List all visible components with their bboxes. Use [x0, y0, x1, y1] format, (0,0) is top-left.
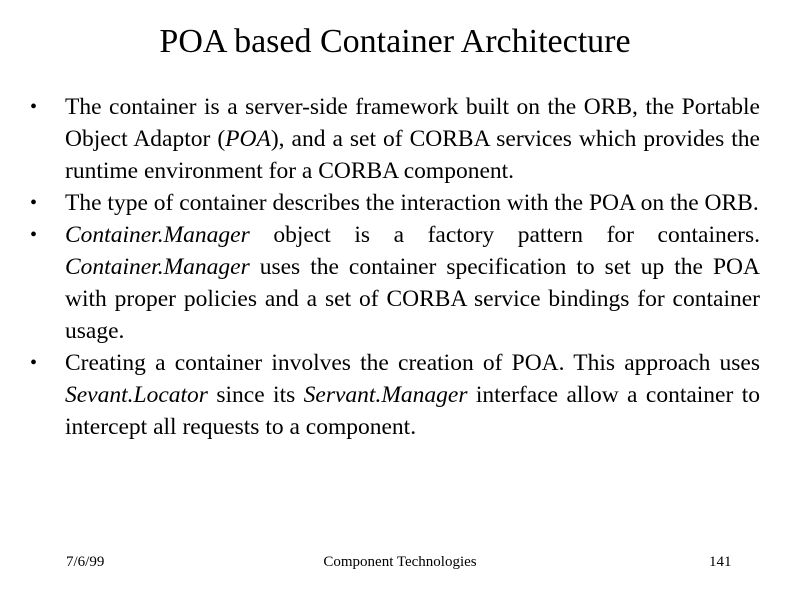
bullet-item: • Creating a container involves the creat…: [30, 347, 760, 443]
bullet-text: since its: [207, 382, 304, 408]
bullet-text: uses the container specification to set …: [65, 254, 760, 344]
bullet-text-italic: POA: [225, 126, 271, 152]
bullet-text-italic: Container.Manager: [65, 254, 250, 280]
bullet-item: • Container.Manager object is a factory p…: [30, 219, 760, 347]
footer-date: 7/6/99: [66, 554, 105, 570]
bullet-item: • The container is a server-side framewor…: [30, 91, 760, 187]
slide-title: POA based Container Architecture: [159, 23, 631, 60]
bullet-text: Creating a container involves the creati…: [65, 350, 760, 376]
bullet-list: • The container is a server-side framewor…: [30, 91, 760, 443]
bullet-text: interface allow a container to intercept…: [65, 382, 760, 440]
bullet-text: The container is a server-side framework…: [65, 94, 760, 152]
bullet-text: object is a factory pattern for containe…: [249, 222, 760, 248]
bullet-text: ), and a set of CORBA services which pro…: [65, 126, 760, 184]
footer-page-number: 141: [709, 554, 732, 570]
bullet-item: • The type of container describes the int…: [30, 187, 760, 219]
bullet-icon: •: [30, 96, 38, 118]
bullet-icon: •: [30, 192, 38, 214]
bullet-text-italic: Container.Manager: [65, 222, 250, 248]
bullet-text-italic: Sevant.Locator: [65, 382, 208, 408]
bullet-icon: •: [30, 224, 38, 246]
bullet-text-italic: Servant.Manager: [303, 382, 468, 408]
footer-title: Component Technologies: [323, 554, 477, 570]
bullet-text: The type of container describes the inte…: [65, 190, 759, 216]
bullet-icon: •: [30, 352, 38, 374]
